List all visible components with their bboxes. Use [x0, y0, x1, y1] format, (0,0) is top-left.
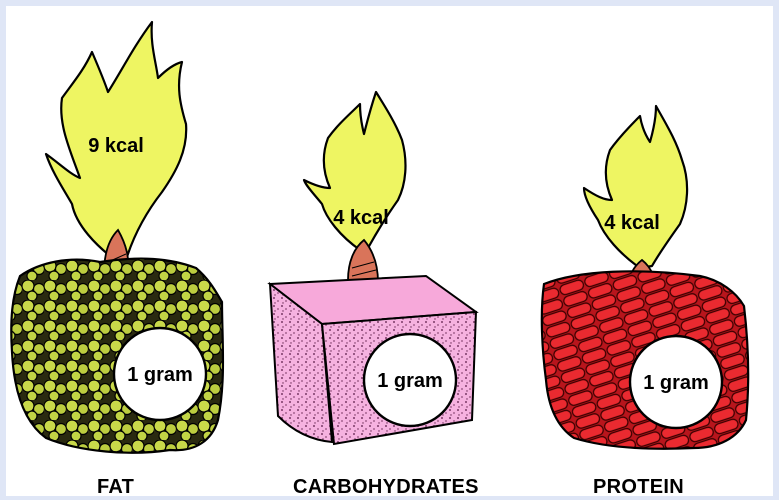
- fat-group: 9 kcal 1 gram: [11, 22, 223, 453]
- protein-group: 4 kcal 1 gram: [542, 106, 748, 449]
- carbohydrates-mass-label: 1 gram: [377, 370, 443, 392]
- fat-caption: FAT: [97, 476, 134, 499]
- protein-energy-label: 4 kcal: [604, 212, 660, 234]
- carbohydrates-group: 4 kcal 1 gram: [270, 92, 476, 444]
- protein-mass-label: 1 gram: [643, 372, 709, 394]
- carbohydrates-energy-label: 4 kcal: [333, 207, 389, 229]
- protein-caption: PROTEIN: [593, 476, 684, 499]
- protein-flame-icon: [584, 106, 687, 268]
- carbohydrates-caption: CARBOHYDRATES: [293, 476, 479, 499]
- fat-mass-label: 1 gram: [127, 364, 193, 386]
- fat-energy-label: 9 kcal: [88, 135, 144, 157]
